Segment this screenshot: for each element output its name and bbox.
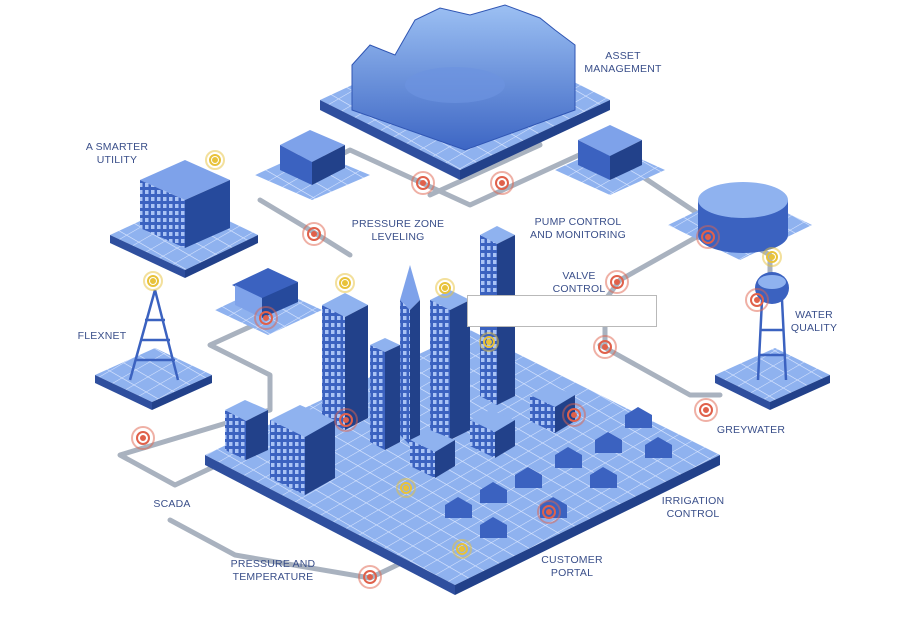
storage-tank (668, 182, 812, 260)
smarter-utility-building (110, 160, 258, 278)
label-smarter-utility: A SMARTER UTILITY (85, 141, 149, 166)
label-irrigation-control: IRRIGATION CONTROL (661, 495, 725, 520)
label-valve-control: VALVE CONTROL (552, 270, 606, 295)
label-pressure-temperature: PRESSURE AND TEMPERATURE (230, 558, 316, 583)
signal-sensor-icon (537, 500, 561, 524)
signal-sensor-icon (254, 306, 278, 330)
antenna-signal-icon (479, 332, 499, 352)
signal-sensor-icon (131, 426, 155, 450)
signal-sensor-icon (411, 171, 435, 195)
signal-sensor-icon (302, 222, 326, 246)
antenna-signal-icon (335, 273, 355, 293)
apartment-blocks (410, 385, 575, 478)
antenna-signal-icon (205, 150, 225, 170)
signal-sensor-icon (694, 398, 718, 422)
pump-house-right (555, 125, 665, 195)
signal-sensor-icon (696, 225, 720, 249)
house-platform (215, 268, 322, 335)
sensor-rings (131, 171, 769, 589)
blank-callout-box (467, 295, 657, 327)
label-scada: SCADA (153, 498, 191, 510)
label-water-quality: WATER QUALITY (790, 309, 838, 334)
label-pump-control: PUMP CONTROL AND MONITORING (530, 216, 626, 241)
signal-sensor-icon (334, 408, 358, 432)
antenna-signal-icon (435, 278, 455, 298)
flexnet-tower-platform (95, 289, 212, 410)
city-platform (205, 330, 720, 595)
antenna-signals (143, 150, 782, 559)
signal-sensor-icon (358, 565, 382, 589)
antenna-signal-icon (396, 478, 416, 498)
antenna-signal-icon (143, 271, 163, 291)
signal-sensor-icon (605, 270, 629, 294)
signal-sensor-icon (562, 403, 586, 427)
label-customer-portal: CUSTOMER PORTAL (541, 554, 603, 579)
label-asset-management: ASSET MANAGEMENT (584, 50, 662, 75)
label-greywater: GREYWATER (716, 424, 786, 436)
signal-sensor-icon (745, 288, 769, 312)
label-pressure-zone-leveling: PRESSURE ZONE LEVELING (351, 218, 445, 243)
signal-sensor-icon (490, 171, 514, 195)
label-flexnet: FLEXNET (77, 330, 127, 342)
suburban-houses (445, 407, 672, 538)
water-tower-platform (715, 272, 830, 410)
antenna-signal-icon (452, 539, 472, 559)
antenna-signal-icon (762, 247, 782, 267)
signal-sensor-icon (593, 335, 617, 359)
reservoir-platform (320, 4, 610, 180)
downtown-towers (225, 226, 515, 495)
pump-house-left (255, 130, 370, 200)
